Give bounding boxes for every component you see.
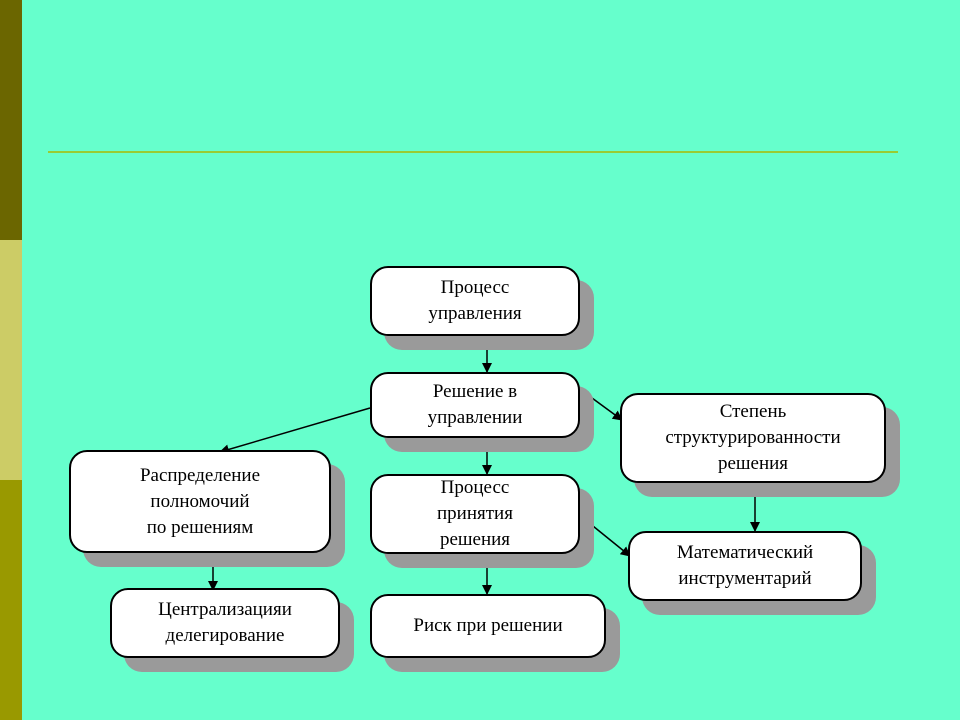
node-label: Риск при решении	[413, 615, 563, 636]
node-label: Распределение полномочий по решениям	[139, 464, 261, 538]
node-label: Решение в управлении	[427, 381, 523, 428]
arrow-decision-process-to-math	[587, 521, 631, 557]
side-bar-bottom	[0, 480, 22, 720]
node-centralization: Централизацияи делегирование	[110, 588, 340, 658]
side-bar-top	[0, 0, 22, 240]
node-label: Процесс управления	[428, 277, 522, 324]
node-label: Процесс принятия решения	[437, 477, 513, 550]
node-label: Математический инструментарий	[676, 542, 814, 589]
node-decision-process: Процесс принятия решения	[370, 474, 580, 554]
node-authority-distribution: Распределение полномочий по решениям	[69, 450, 331, 553]
side-bar-middle	[0, 240, 22, 480]
node-structuredness: Степень структурированности решения	[620, 393, 886, 483]
node-management-process: Процесс управления	[370, 266, 580, 336]
node-management-decision: Решение в управлении	[370, 372, 580, 438]
node-label: Степень структурированности решения	[665, 401, 841, 474]
title-divider	[48, 151, 898, 153]
node-math-tools: Математический инструментарий	[628, 531, 862, 601]
arrow-decision-to-authority	[219, 407, 371, 455]
arrow-decision-to-structuredness	[591, 397, 623, 421]
node-risk: Риск при решении	[370, 594, 606, 658]
node-label: Централизацияи делегирование	[158, 599, 292, 646]
